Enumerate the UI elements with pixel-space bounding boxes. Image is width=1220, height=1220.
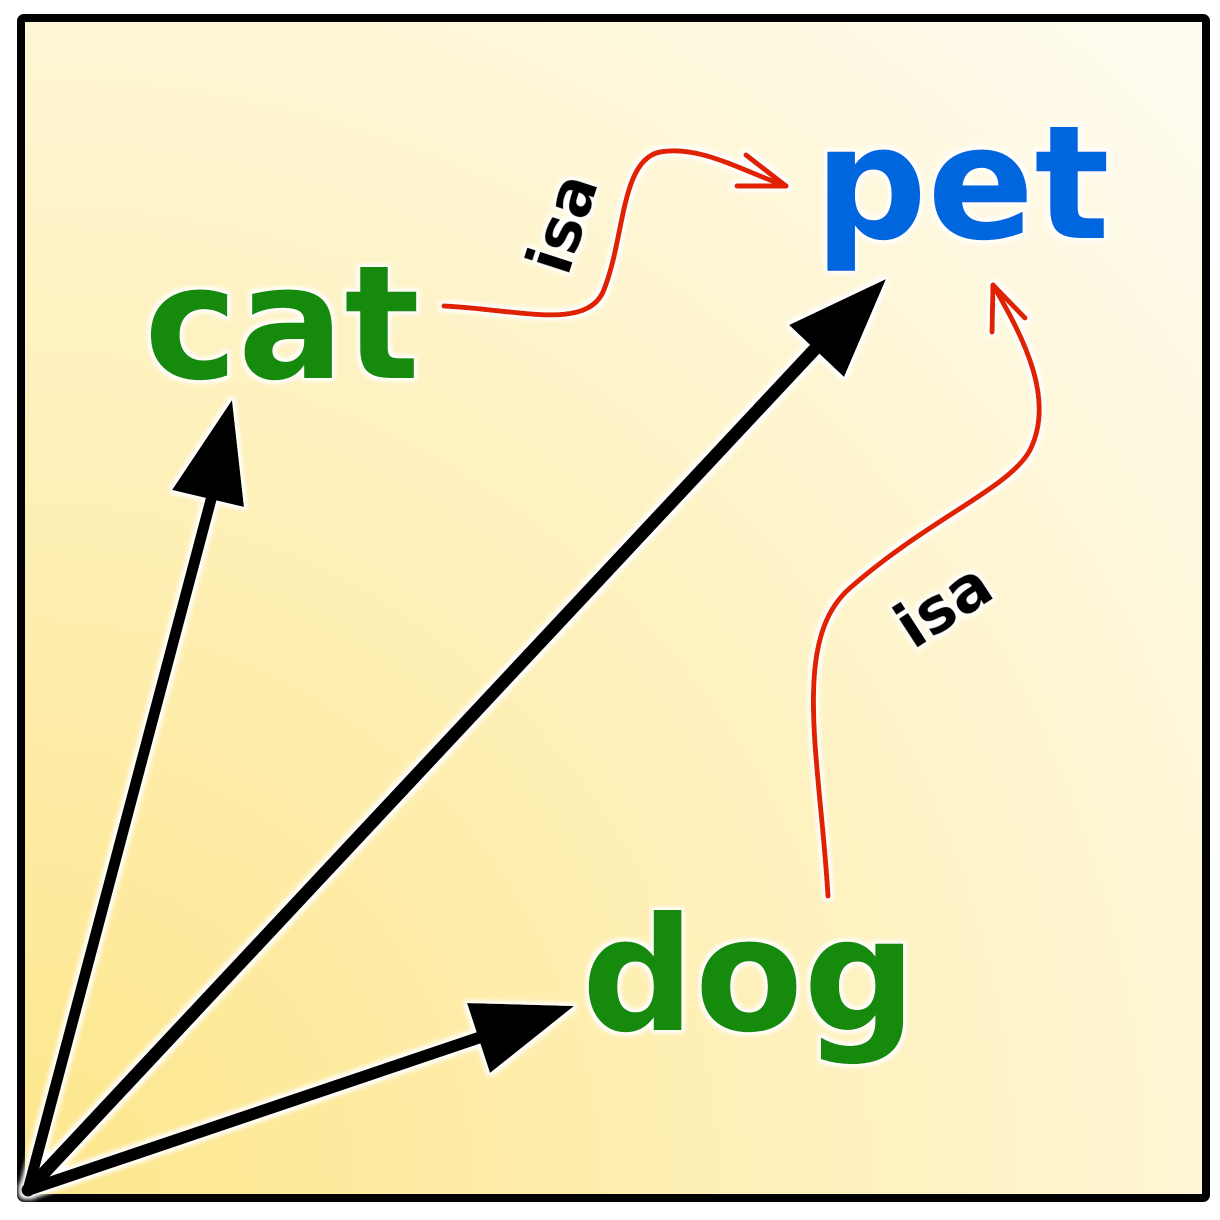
vector-arrow-pet bbox=[21, 279, 886, 1197]
word-cat: cat bbox=[144, 232, 420, 416]
word-dog: dog bbox=[582, 884, 917, 1068]
diagram-background bbox=[21, 18, 1206, 1198]
word-pet: pet bbox=[814, 92, 1110, 276]
vector-arrow-dog bbox=[22, 1003, 574, 1196]
isa-arrow-dog-to-pet bbox=[810, 282, 1042, 899]
vector-arrows bbox=[21, 279, 886, 1197]
isa-arrows bbox=[441, 148, 1042, 899]
vector-arrow-cat bbox=[22, 400, 244, 1196]
isa-arrow-cat-to-pet bbox=[441, 148, 789, 318]
diagram-frame bbox=[17, 14, 1210, 1202]
